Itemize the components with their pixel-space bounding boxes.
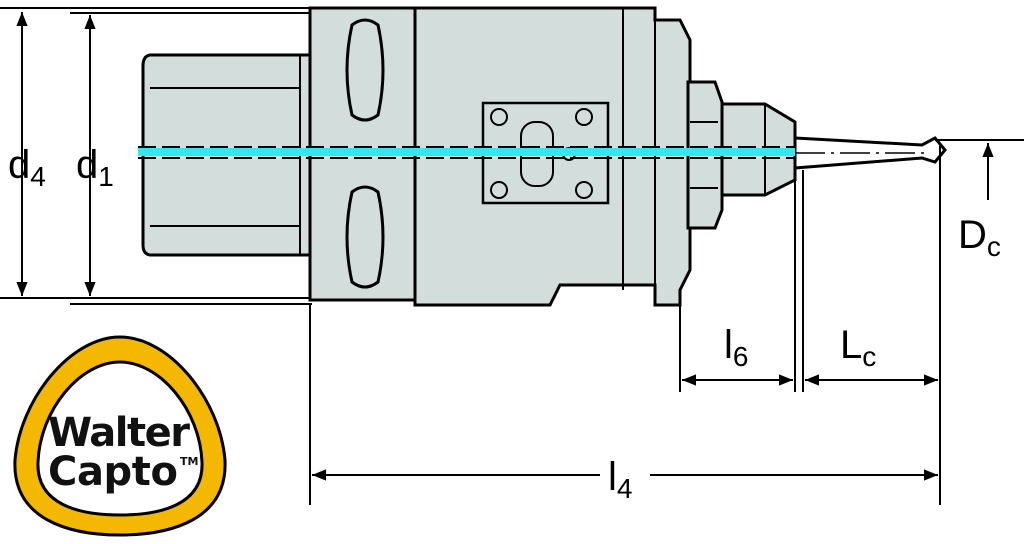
svg-text:TM: TM [180, 455, 198, 468]
label-d4: d4 [8, 143, 46, 192]
walter-capto-logo: Walter Capto TM [13, 335, 227, 537]
label-dc: Dc [958, 213, 1001, 262]
centerline [138, 146, 925, 159]
label-l6: l6 [724, 323, 748, 372]
svg-text:Capto: Capto [48, 449, 178, 495]
label-d1: d1 [76, 143, 114, 192]
extension-lines [0, 7, 312, 305]
dimension-lines [16, 11, 1024, 505]
label-l4: l4 [608, 455, 632, 504]
label-lc: Lc [840, 323, 876, 372]
screw-icons [490, 108, 593, 199]
svg-text:Walter: Walter [48, 410, 190, 456]
body [413, 6, 692, 307]
